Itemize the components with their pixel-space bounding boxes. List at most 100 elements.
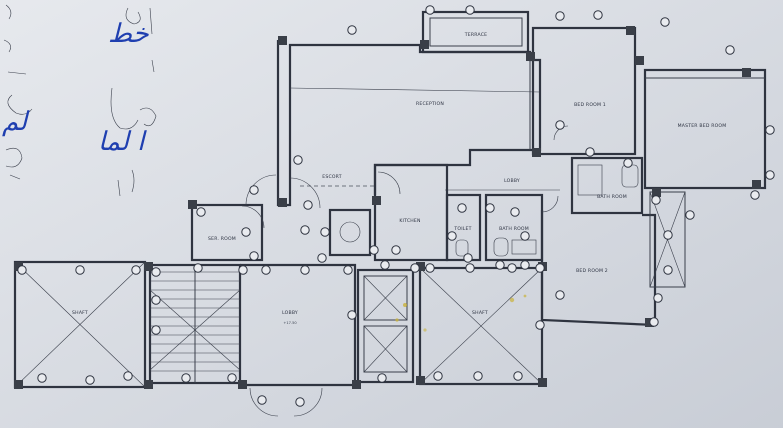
grid-tag: [317, 253, 327, 263]
grid-tag: [343, 265, 353, 275]
lobby-main-wall: [240, 263, 357, 387]
pen-stroke: [125, 7, 153, 35]
pen-stroke: [5, 4, 12, 20]
column: [416, 262, 425, 271]
service-room-door: [241, 205, 265, 229]
grid-tag: [593, 10, 603, 20]
column: [526, 52, 535, 61]
grid-tag: [151, 295, 161, 305]
grid-tag: [447, 231, 457, 241]
grid-tag: [750, 190, 760, 200]
grid-tag: [507, 263, 517, 273]
grid-tag: [151, 267, 161, 277]
shaft-left-label: SHAFT: [72, 310, 88, 316]
toilet-label: TOILET: [453, 226, 471, 232]
handwriting-line-3: لم: [2, 107, 30, 137]
grid-tag: [495, 260, 505, 270]
grid-tag: [391, 245, 401, 255]
grid-tag: [369, 245, 379, 255]
handwritten-notes: خط ا لما لم: [2, 4, 157, 197]
column: [538, 378, 547, 387]
lobby-door-left: [249, 387, 279, 417]
handwriting-line-1: خط: [108, 19, 150, 49]
elevator-shaft-wall: [356, 268, 415, 384]
grid-tag: [303, 200, 313, 210]
grid-tag: [535, 263, 545, 273]
shaft-left-wall: [13, 260, 147, 389]
stain: [523, 294, 527, 298]
grid-tag: [555, 120, 565, 130]
grid-tag: [510, 207, 520, 217]
small-lift: [328, 208, 372, 257]
lobby-small-label: LOBBY: [504, 178, 520, 184]
stain: [509, 297, 515, 303]
lobby-main-label: LOBBY: [282, 310, 298, 316]
grid-tag: [238, 265, 248, 275]
column: [752, 180, 761, 189]
grid-tag: [151, 325, 161, 335]
elevator-car-2-cross: [363, 325, 408, 373]
grid-tag: [196, 207, 206, 217]
lobby-small: LOBBY: [445, 178, 560, 191]
grid-tag: [660, 17, 670, 27]
lobby-main: LOBBY +17.50: [240, 263, 357, 417]
grid-tag: [765, 125, 775, 135]
pen-stroke: [110, 59, 157, 130]
bedroom-1: BED ROOM 1: [531, 26, 637, 156]
grid-tag: [17, 265, 27, 275]
service-room-wall: [190, 203, 264, 262]
elevator-car-2: [363, 325, 408, 373]
grid-tag: [663, 230, 673, 240]
column: [420, 40, 429, 49]
service-room: SER. ROOM: [190, 203, 265, 262]
elevator-car-1: [363, 275, 408, 321]
grid-tag: [300, 265, 310, 275]
column: [144, 380, 153, 389]
grid-tag: [37, 373, 47, 383]
column: [652, 188, 661, 197]
bathroom-label: BATH ROOM: [499, 226, 529, 232]
grid-tag: [465, 263, 475, 273]
column: [14, 262, 23, 271]
grid-tag: [653, 293, 663, 303]
bath-room-2-label: BATH ROOM: [597, 194, 627, 200]
grid-tag: [300, 225, 310, 235]
pen-stroke: [7, 71, 33, 115]
grid-tag: [649, 317, 659, 327]
small-lift-circle: [339, 221, 361, 243]
pen-stroke: [117, 169, 135, 197]
master-bedroom-wall: [643, 68, 767, 190]
grid-tag: [535, 320, 545, 330]
grid-tag: [725, 45, 735, 55]
grid-tag: [425, 263, 435, 273]
bedroom-1-label: BED ROOM 1: [574, 102, 606, 108]
grid-tag: [227, 373, 237, 383]
grid-tag-markers: [17, 5, 775, 407]
column: [532, 148, 541, 157]
shaft-left-block: SHAFT: [13, 260, 147, 389]
escort-label: ESCORT: [322, 174, 342, 180]
toilet-fixture: [455, 239, 469, 257]
column: [14, 380, 23, 389]
grid-tag: [555, 290, 565, 300]
master-bedroom: MASTER BED ROOM: [643, 68, 767, 190]
reception-dim-line: [289, 87, 541, 93]
staircase: [148, 263, 242, 385]
stair-treads: [150, 271, 240, 372]
grid-tag: [520, 231, 530, 241]
grid-tag: [249, 251, 259, 261]
grid-tag: [131, 265, 141, 275]
column: [372, 196, 381, 205]
grid-tag: [465, 5, 475, 15]
grid-tag: [85, 375, 95, 385]
master-bedroom-label: MASTER BED ROOM: [678, 123, 727, 129]
grid-tag: [293, 155, 303, 165]
bedroom-2-label: BED ROOM 2: [576, 268, 608, 274]
column: [742, 68, 751, 77]
grid-tag: [257, 395, 267, 405]
column: [238, 380, 247, 389]
shaft-right-label: SHAFT: [472, 310, 488, 316]
grid-tag: [123, 371, 133, 381]
lobby-level: +17.50: [283, 321, 297, 325]
